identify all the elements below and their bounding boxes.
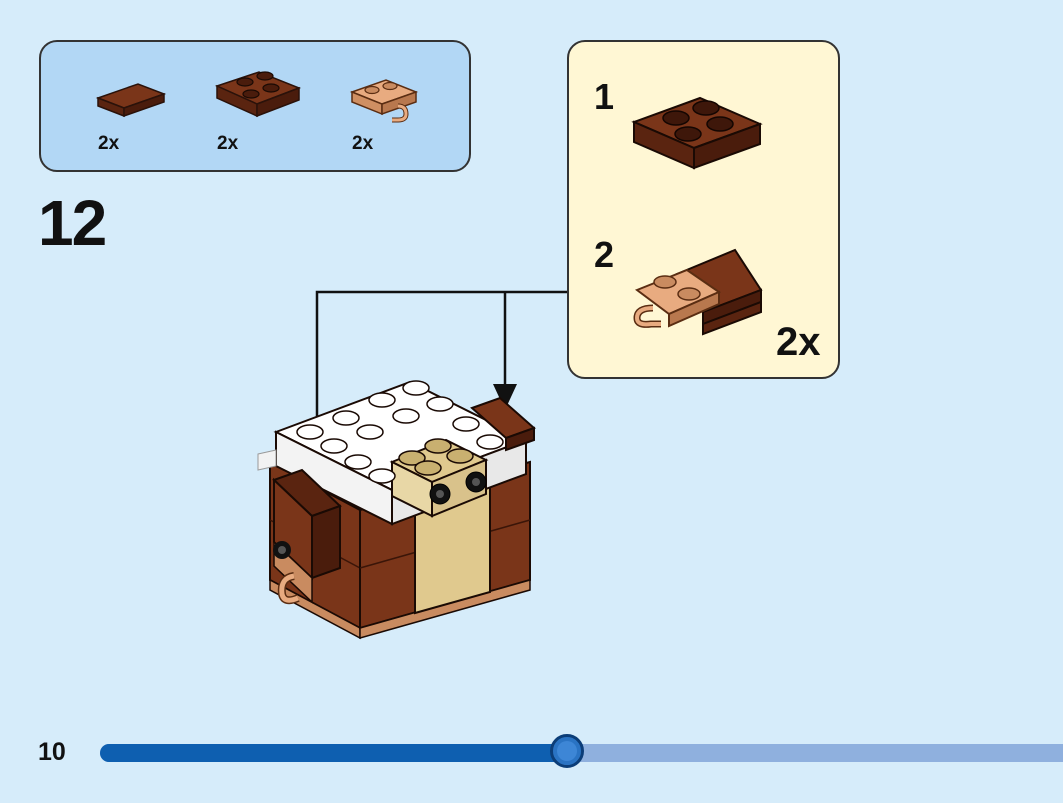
step-number: 12 [38,187,107,259]
subassembly-callout: 1 2 2x [567,40,840,379]
page-number: 10 [38,738,66,766]
progress-bar [100,734,1063,768]
substep-number: 1 [594,76,615,117]
dark-brown-tile-part-icon [95,83,167,118]
brick-model-illustration [257,380,536,640]
reddish-brown-plate-icon [631,96,763,170]
reddish-brown-plate-part-icon [214,71,302,118]
part-qty: 2x [98,133,120,154]
tan-clip-on-brown-plate-icon [633,248,763,336]
progress-fill [100,744,567,762]
substep-number: 2 [594,234,615,275]
parts-list-panel: 2x 2x 2x [39,40,471,172]
part-qty: 2x [217,133,239,154]
part-qty: 2x [352,133,374,154]
subassembly-qty: 2x [776,320,821,364]
progress-knob-icon [550,734,584,768]
tan-clip-plate-part-icon [349,79,419,123]
